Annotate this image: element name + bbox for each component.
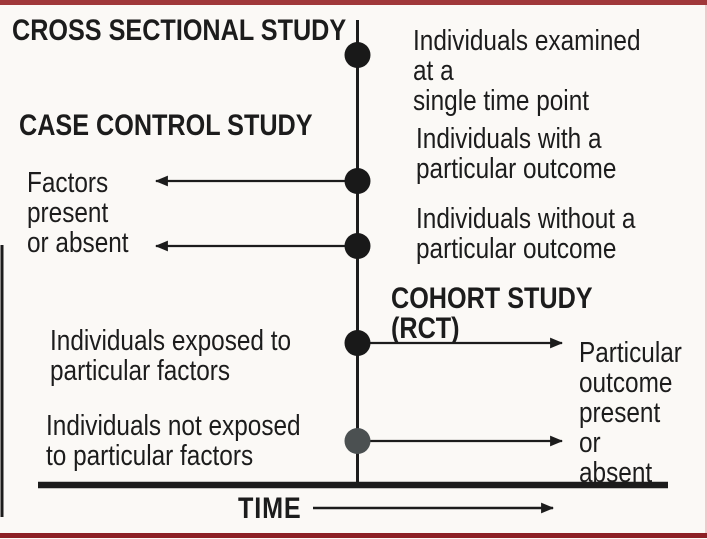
right-border xyxy=(705,5,707,533)
examined-annotation: Individuals examined at a single time po… xyxy=(413,25,641,117)
bottom-border xyxy=(0,533,707,538)
case-control-study-title: CASE CONTROL STUDY xyxy=(19,109,313,142)
cohort-study-title: COHORT STUDY (RCT) xyxy=(391,282,593,345)
with-outcome-annotation: Individuals with a particular outcome xyxy=(416,123,617,185)
top-border xyxy=(0,0,707,5)
dot-not-exposed xyxy=(344,428,371,454)
cross-sectional-study-title: CROSS SECTIONAL STUDY xyxy=(12,14,347,47)
outcome-present-annotation: Particular outcome present or absent xyxy=(579,337,682,489)
exposed-annotation: Individuals exposed to particular factor… xyxy=(50,325,292,387)
dot-without-outcome xyxy=(344,233,371,259)
dot-cross-sectional xyxy=(344,42,371,68)
not-exposed-annotation: Individuals not exposed to particular fa… xyxy=(46,410,301,472)
time-axis-label: TIME xyxy=(238,492,302,525)
without-outcome-annotation: Individuals without a particular outcome xyxy=(416,203,636,265)
dot-with-outcome xyxy=(344,168,371,194)
factors-annotation: Factors present or absent xyxy=(27,167,129,259)
dot-exposed xyxy=(344,330,371,356)
